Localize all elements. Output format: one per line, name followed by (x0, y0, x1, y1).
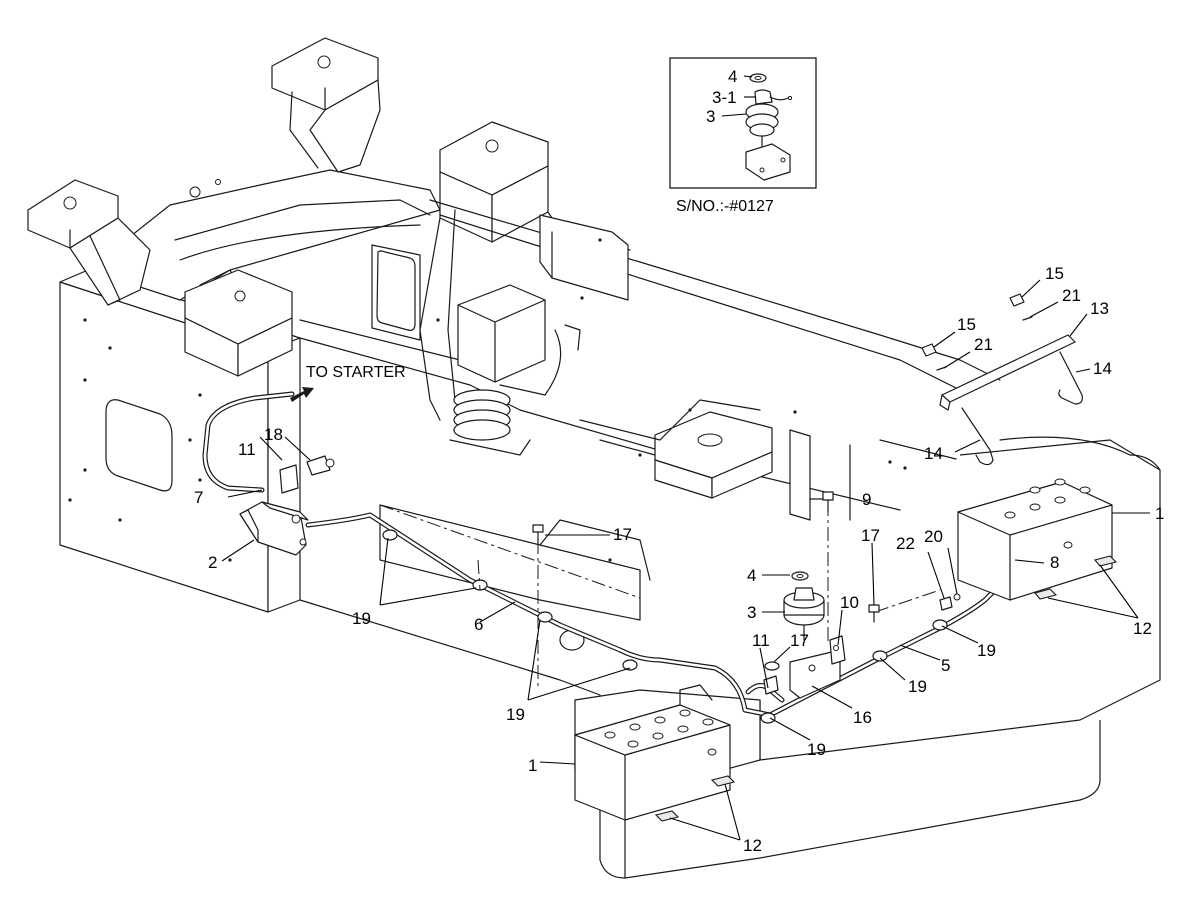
label-13: 13 (1090, 299, 1109, 318)
left-raised-pad (184, 269, 293, 377)
to-starter-arrow (290, 387, 314, 402)
boom-foot-bracket-right (271, 37, 381, 173)
part-13-hold-down-bar (939, 334, 1076, 411)
label-6: 6 (474, 615, 483, 634)
label-9: 9 (862, 490, 871, 509)
inset-part-3-1-terminal (754, 89, 773, 105)
label-14-b: 14 (1093, 359, 1112, 378)
label-21-b: 21 (974, 335, 993, 354)
label-19-e: 19 (977, 641, 996, 660)
inset-detail (669, 57, 817, 189)
label-5: 5 (941, 656, 950, 675)
label-3: 3 (747, 603, 756, 622)
part-17-bolt-c (764, 661, 780, 671)
label-19-c: 19 (807, 740, 826, 759)
label-22: 22 (896, 534, 915, 553)
label-1-left: 1 (528, 756, 537, 775)
part-11-clip-right (763, 675, 779, 695)
to-starter-label: TO STARTER (306, 364, 406, 381)
frame-left-wall-bolts (68, 318, 232, 562)
frame-inner-rail-front (299, 337, 901, 511)
cable-clamps (382, 529, 948, 724)
frame-access-window (105, 399, 173, 492)
part-17-bolt-a (532, 524, 544, 546)
frame-rear-panel (539, 214, 629, 301)
frame-deck-hole (189, 186, 201, 198)
part-14-hook-a (961, 407, 994, 466)
part-17-bolt-b (868, 604, 880, 623)
label-19-d: 19 (908, 677, 927, 696)
frame-inner-window (371, 244, 421, 341)
part-21-washer-a (1022, 316, 1033, 321)
label-7: 7 (194, 488, 203, 507)
callout-labels: 4 3-1 3 S/NO.:-#0127 TO STARTER 1 1 2 3 … (194, 67, 1164, 855)
label-11-b: 11 (752, 631, 770, 650)
part-12-pads (654, 555, 1118, 822)
label-18: 18 (264, 425, 283, 444)
label-17-c: 17 (790, 631, 809, 650)
inset-bracket (745, 143, 791, 181)
label-19-a: 19 (352, 609, 371, 628)
part-15-nut-b (921, 343, 937, 357)
inset-label-3-1: 3-1 (712, 88, 737, 107)
part-18-bolt (306, 455, 335, 476)
label-14-a: 14 (924, 444, 943, 463)
part-16-bracket (789, 635, 846, 699)
center-block (579, 399, 773, 499)
label-19-b: 19 (506, 705, 525, 724)
battery-left (574, 684, 731, 821)
label-8: 8 (1050, 553, 1059, 572)
part-14-hook-b (1058, 351, 1083, 405)
label-10: 10 (840, 593, 859, 612)
label-21-a: 21 (1062, 286, 1081, 305)
part-2-battery-disconnect-switch (239, 501, 309, 556)
boom-foot-bracket-left (27, 179, 151, 306)
label-15-a: 15 (1045, 264, 1064, 283)
label-15-b: 15 (957, 315, 976, 334)
swing-motor (449, 284, 581, 456)
inset-label-4: 4 (728, 67, 737, 86)
label-2: 2 (208, 553, 217, 572)
part-3-switch-main (783, 587, 825, 641)
inset-frame (669, 57, 817, 189)
leader-lines (221, 279, 1150, 841)
label-12-right: 12 (1133, 619, 1152, 638)
inset-serial-note: S/NO.:-#0127 (676, 198, 774, 215)
chassis-frame (27, 37, 1161, 879)
label-17-b: 17 (861, 526, 880, 545)
label-16: 16 (853, 708, 872, 727)
part-9-bolt (822, 491, 834, 513)
part-22-bolt (939, 596, 953, 611)
center-bracket (419, 121, 549, 421)
frame-right-stiffener (789, 429, 811, 521)
part-20-nut (953, 593, 961, 601)
label-1-right: 1 (1155, 504, 1164, 523)
part-11-clip-left (279, 464, 299, 494)
label-20: 20 (924, 527, 943, 546)
inset-label-3: 3 (706, 107, 715, 126)
frame-front-skirt (599, 720, 1101, 879)
battery-right (957, 478, 1113, 601)
label-4: 4 (747, 566, 756, 585)
label-11-a: 11 (238, 440, 256, 459)
label-17-a: 17 (613, 525, 632, 544)
part-15-nut-a (1009, 293, 1025, 307)
label-12-bottom: 12 (743, 836, 762, 855)
